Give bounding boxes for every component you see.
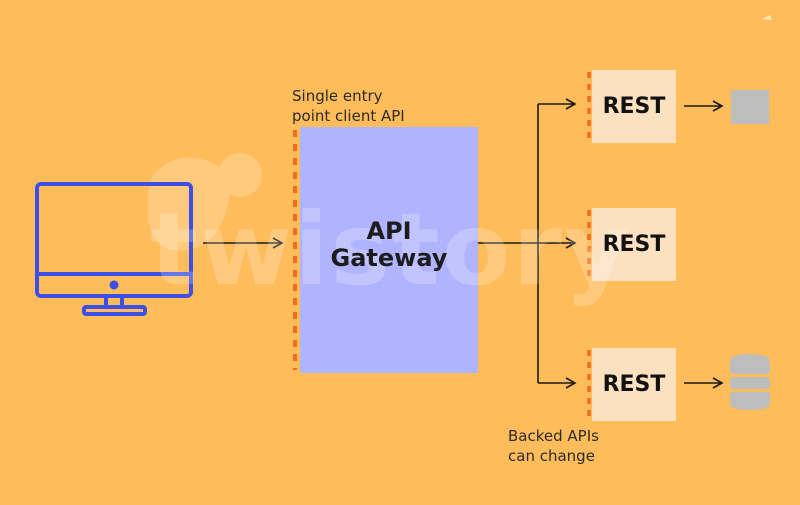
database-icon: [730, 354, 770, 410]
rest-label-3: REST: [602, 372, 666, 397]
gateway-note: Single entry point client API: [292, 86, 405, 126]
rest-service-1: [587, 70, 676, 143]
gateway-note-line1: Single entry: [292, 87, 383, 105]
rest-label-1: REST: [602, 94, 666, 119]
gateway-title-line1: API: [366, 217, 412, 245]
gateway-title: API Gateway: [300, 218, 478, 272]
rest-service-3: [587, 348, 676, 421]
backend-note-line2: can change: [508, 447, 595, 465]
gateway-title-line2: Gateway: [330, 244, 448, 272]
backend-note: Backed APIs can change: [508, 426, 599, 466]
gateway-to-services-connector: [478, 98, 577, 389]
watermark-text: twistory: [150, 191, 631, 308]
corner-mark-icon: [762, 15, 772, 20]
watermark-logo-icon: [147, 153, 262, 251]
gateway-note-line2: point client API: [292, 107, 405, 125]
backend-note-line1: Backed APIs: [508, 427, 599, 445]
api-gateway-box: [300, 127, 478, 373]
square-block-icon: [731, 90, 769, 124]
rest-service-2: [587, 208, 676, 281]
computer-monitor-icon: [35, 182, 193, 316]
rest-label-2: REST: [602, 232, 666, 257]
